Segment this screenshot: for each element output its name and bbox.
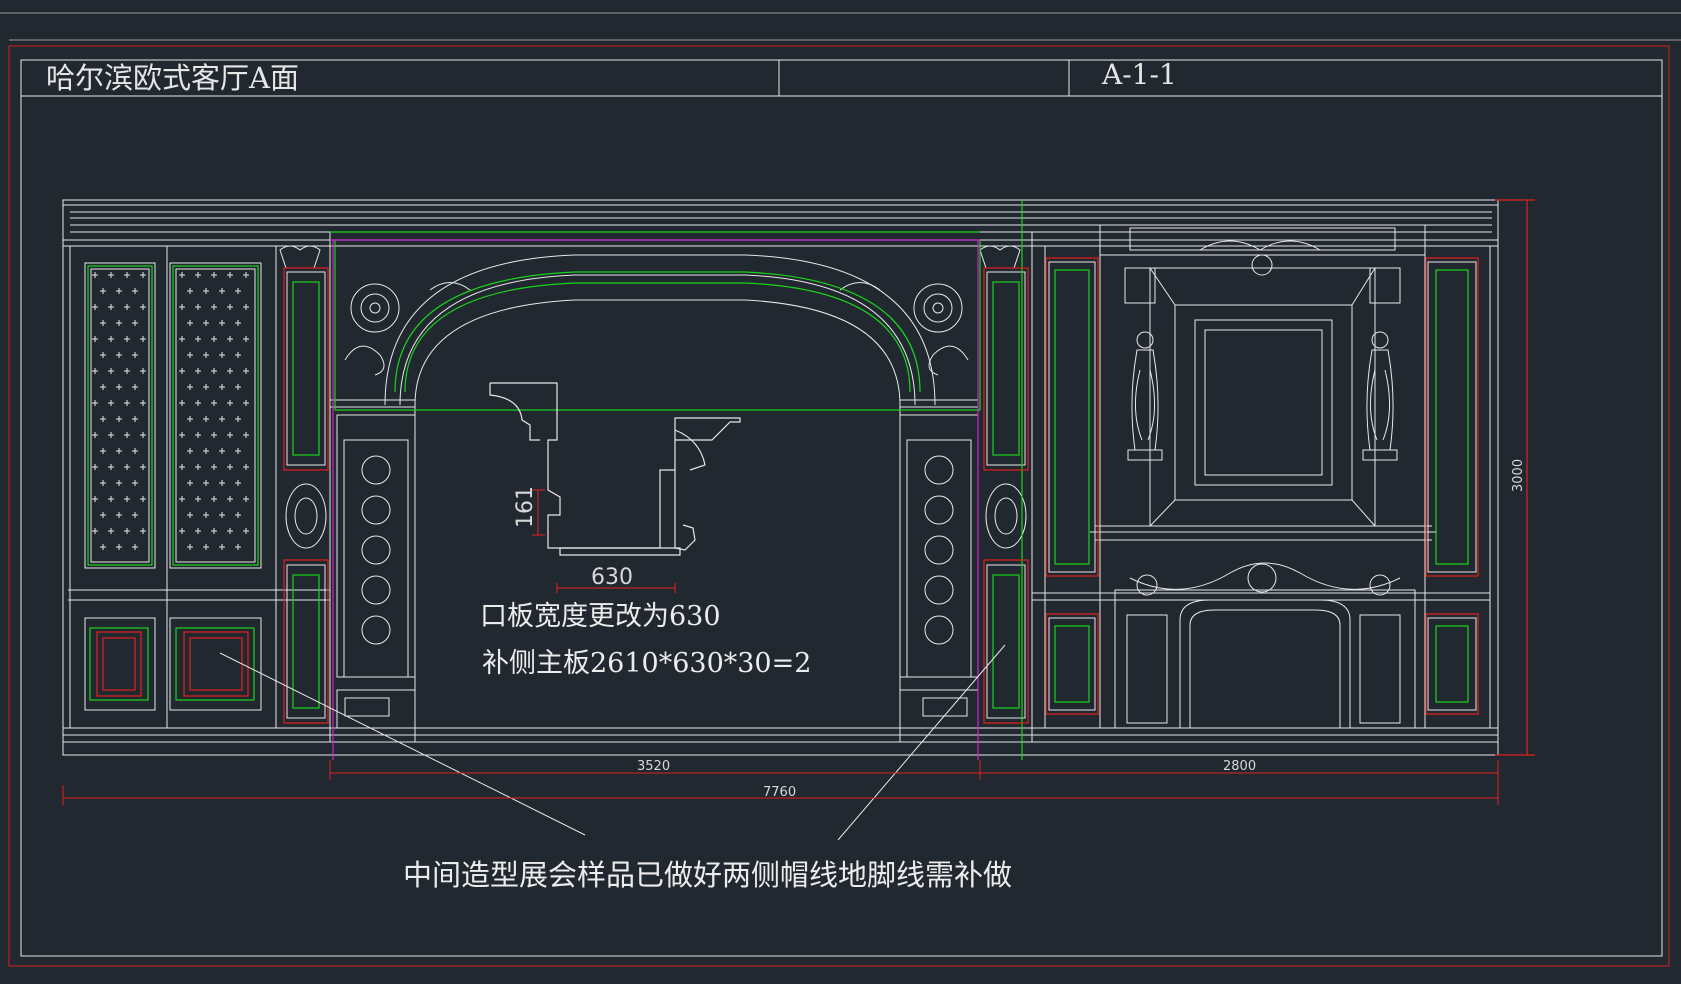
profile-dimension-lines	[532, 489, 676, 593]
dim-right-width: 2800	[1223, 759, 1256, 774]
note-side-board: 补侧主板2610*630*30=2	[482, 648, 811, 679]
drawing-title: 哈尔滨欧式客厅A面	[46, 61, 299, 95]
wall-elevation	[62, 199, 1499, 756]
red-highlight-lines	[96, 199, 1535, 756]
moulding-profile-detail	[489, 382, 741, 556]
quilted-pattern	[92, 272, 249, 550]
dim-height: 3000	[1511, 459, 1526, 492]
dim-overall-width: 7760	[763, 785, 796, 800]
caryatid-figure-left	[1127, 331, 1163, 461]
magenta-lines	[330, 239, 980, 760]
dimension-lines	[62, 760, 1499, 805]
sheet-number: A-1-1	[1101, 58, 1177, 91]
leader-lines	[219, 644, 1006, 841]
caryatid-figure-right	[1362, 331, 1398, 461]
ornament-carvings	[279, 240, 1401, 645]
title-block	[21, 60, 1662, 97]
sheet-frame	[0, 12, 1681, 967]
profile-width-dim: 630	[591, 565, 633, 590]
green-highlight-lines	[87, 200, 1469, 760]
note-main: 中间造型展会样品已做好两侧帽线地脚线需补做	[403, 858, 1012, 892]
profile-height-dim: 161	[513, 486, 538, 528]
note-board-width: 口板宽度更改为630	[480, 601, 721, 632]
dim-middle-width: 3520	[637, 759, 670, 774]
